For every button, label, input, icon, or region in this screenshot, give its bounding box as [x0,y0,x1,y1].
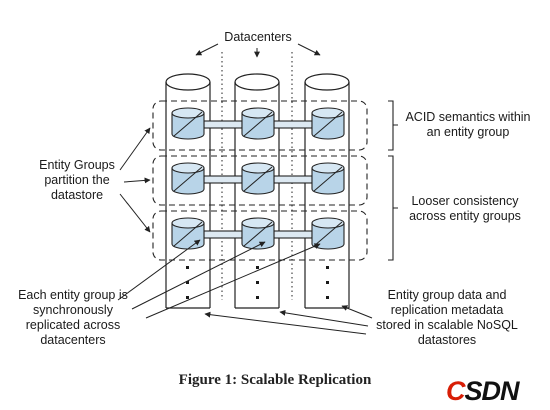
replica-cylinder [241,107,275,140]
replication-arrows [117,239,321,319]
csdn-logo: CSDN [446,376,520,406]
consistency-brace [388,155,398,261]
datacenters-label: Datacenters [224,30,292,44]
replica-cylinder [311,217,345,250]
partition-arrows [119,127,151,233]
synchronous-replication-label: Each entity group is synchronously repli… [18,288,128,347]
csdn-watermark: CSDN [446,376,546,406]
datacenter-column-2 [234,73,280,309]
acid-semantics-label: ACID semantics within an entity group [405,110,531,139]
replica-cylinder [241,162,275,195]
entity-group-box-1 [152,100,368,151]
figure-caption: Figure 1: Scalable Replication [178,372,372,388]
replica-cylinder [171,107,205,140]
datacenters-arrow-right [297,43,321,56]
replica-cylinders [171,107,345,250]
replica-cylinder [241,217,275,250]
datacenters-arrow-left [195,43,219,56]
entity-group-box-3 [152,210,368,261]
replica-cylinder [171,162,205,195]
looser-consistency-label: Looser consistency across entity groups [409,194,521,223]
datacenter-column-1 [165,73,211,309]
replica-cylinder [311,107,345,140]
continuation-dots [186,266,329,299]
entity-groups-label: Entity Groups partition the datastore [39,158,115,202]
replica-cylinder [171,217,205,250]
entity-group-box-2 [152,155,368,206]
nosql-storage-label: Entity group data and replication metada… [376,288,518,347]
replica-cylinder [311,162,345,195]
storage-arrows [204,305,373,335]
acid-brace [388,100,398,151]
datacenter-column-3 [304,73,350,309]
